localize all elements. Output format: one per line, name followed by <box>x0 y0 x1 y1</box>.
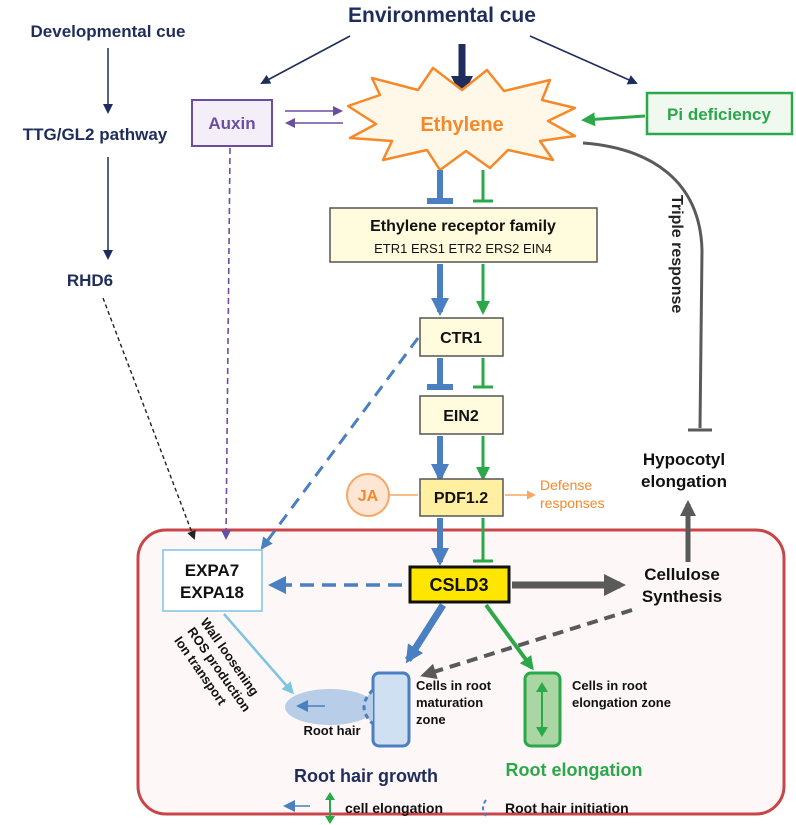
root-hair-growth-label: Root hair growth <box>294 766 438 786</box>
auxin-box <box>191 99 273 147</box>
maturation-cell <box>371 671 411 748</box>
defense-line1: Defense <box>540 477 592 493</box>
arrow-csld3-to-elongation <box>484 603 534 671</box>
arrow-env-to-pi <box>529 35 638 85</box>
elongation-zone-line2: elongation zone <box>572 695 671 710</box>
rhd6-label: RHD6 <box>67 271 113 290</box>
environmental-cue-label: Environmental cue <box>348 4 536 27</box>
defense-line2: responses <box>540 495 605 511</box>
triple-response-curve <box>582 141 704 429</box>
root-elongation-label: Root elongation <box>506 760 643 780</box>
arrow-env-to-auxin <box>260 35 351 84</box>
csld3-label: CSLD3 <box>429 575 488 595</box>
hypocotyl-line1: Hypocotyl <box>643 450 725 469</box>
cellulose-line1: Cellulose <box>644 565 720 584</box>
pi-deficiency-label: Pi deficiency <box>667 105 771 124</box>
triple-response-label: Triple response <box>668 195 685 313</box>
ein2-label: EIN2 <box>443 408 479 425</box>
root-hair-shape <box>285 689 375 725</box>
ethylene-label: Ethylene <box>420 114 503 136</box>
expa7-label: EXPA7 <box>185 561 240 580</box>
maturation-line3: zone <box>416 712 446 727</box>
receptor-family-title: Ethylene receptor family <box>370 218 556 235</box>
ja-circle <box>346 473 390 517</box>
legend-initiation-icon <box>482 799 487 817</box>
ja-label: JA <box>358 488 379 505</box>
root-hair-label: Root hair <box>303 723 360 738</box>
expa-box <box>162 549 263 612</box>
receptor-members: ETR1 ERS1 ETR2 ERS2 EIN4 <box>374 241 552 256</box>
ein2-box <box>419 395 504 435</box>
auxin-label: Auxin <box>208 114 255 133</box>
pdf12-box <box>419 478 504 517</box>
pi-deficiency-box <box>645 91 794 136</box>
pdf12-label: PDF1.2 <box>434 490 488 507</box>
root-hair-bulge <box>362 688 375 726</box>
arrow-expa-to-roothair <box>223 613 294 695</box>
arrow-ctr1-to-expa <box>260 337 420 550</box>
ttg-gl2-label: TTG/GL2 pathway <box>23 125 168 144</box>
hypocotyl-line2: elongation <box>641 472 727 491</box>
cellulose-line2: Synthesis <box>642 587 722 606</box>
developmental-cue-label: Developmental cue <box>31 22 186 41</box>
arrow-rhd6-to-expa <box>102 297 196 540</box>
maturation-line2: maturation <box>416 695 483 710</box>
arrow-csld3-to-maturation <box>405 603 446 664</box>
ctr1-label: CTR1 <box>440 330 482 347</box>
maturation-line1: Cells in root <box>416 678 492 693</box>
arrow-pi-to-ethylene <box>581 112 646 127</box>
ctr1-box <box>419 317 504 357</box>
legend-cell-elongation: cell elongation <box>345 800 443 816</box>
arrow-cellulose-to-maturation <box>420 608 633 680</box>
arrow-auxin-to-expa <box>221 147 232 540</box>
ethylene-burst <box>346 66 577 172</box>
receptor-family-box <box>329 207 598 263</box>
root-panel <box>136 528 786 816</box>
expa18-label: EXPA18 <box>180 583 244 602</box>
csld3-box <box>408 565 511 604</box>
elongation-zone-line1: Cells in root <box>572 678 648 693</box>
legend-root-hair-initiation: Root hair initiation <box>505 800 629 816</box>
